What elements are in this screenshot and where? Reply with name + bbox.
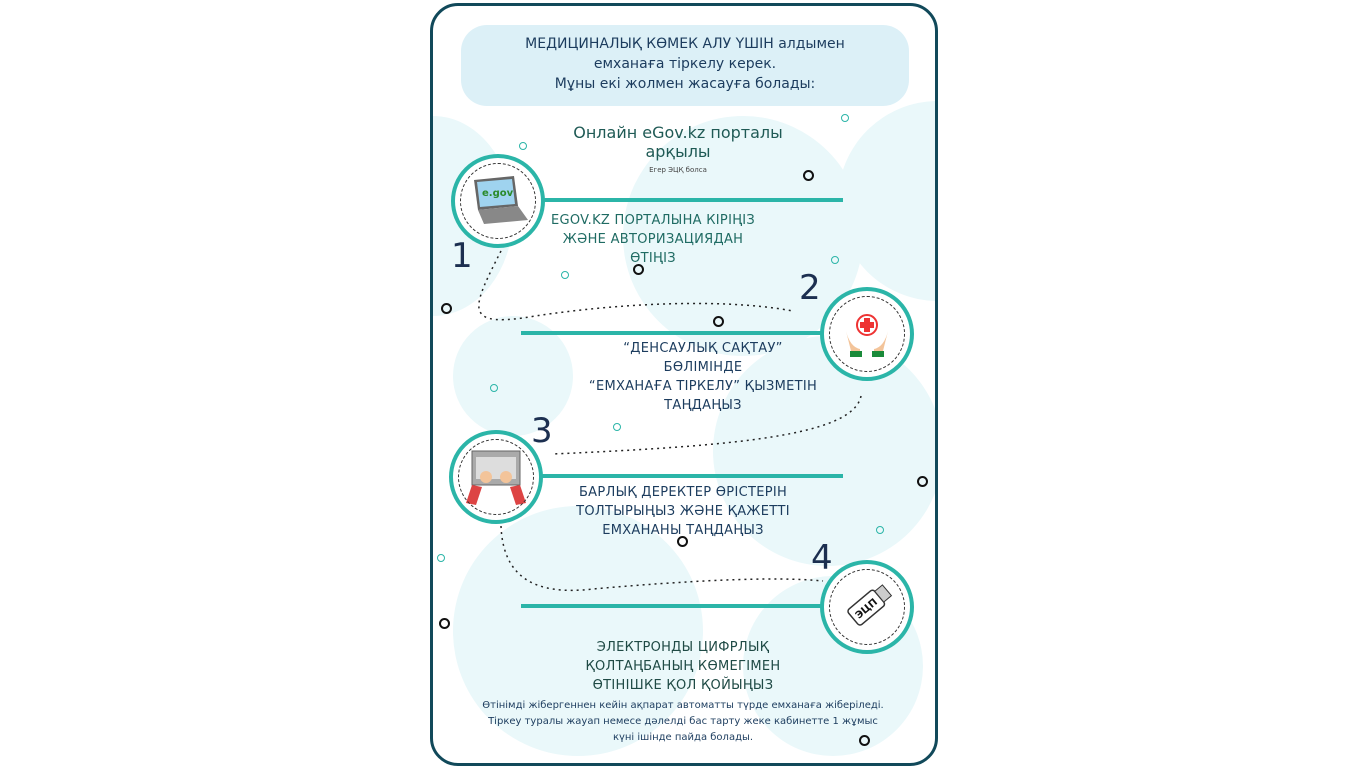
section-title-line: арқылы [645, 142, 711, 161]
step-line: ӨТІНІШКЕ ҚОЛ ҚОЙЫҢЫЗ [592, 678, 774, 693]
intro-banner: МЕДИЦИНАЛЫҚ КӨМЕК АЛУ ҮШІН алдымен емхан… [461, 25, 909, 106]
decor-ring [633, 264, 644, 275]
infographic-card: МЕДИЦИНАЛЫҚ КӨМЕК АЛУ ҮШІН алдымен емхан… [430, 3, 938, 766]
step-line: ТАҢДАҢЫЗ [664, 398, 742, 413]
decor-dot [437, 554, 445, 562]
decor-dot [519, 142, 527, 150]
step-line: ЕМХАНАНЫ ТАҢДАҢЫЗ [602, 523, 764, 538]
section-title-line: Онлайн eGov.kz порталы [573, 123, 783, 142]
section-title: Онлайн eGov.kz порталы арқылы Егер ЭЦҚ б… [553, 123, 803, 180]
step-divider [521, 331, 823, 335]
laptop-egov-icon: e.gov [474, 176, 528, 224]
footer-line: күні ішінде пайда болады. [612, 732, 754, 743]
step-line: БӨЛІМІНДЕ [663, 360, 743, 375]
step-4-icon-circle: ЭЦП [820, 560, 914, 654]
decor-dot [876, 526, 884, 534]
step-line: БАРЛЫҚ ДЕРЕКТЕР ӨРІСТЕРІН [578, 485, 788, 500]
step-line: ЖӘНЕ АВТОРИЗАЦИЯДАН [562, 232, 744, 247]
step-1-icon-circle: e.gov [451, 154, 545, 248]
step-divider [541, 474, 843, 478]
usb-token-icon: ЭЦП [847, 584, 893, 626]
step-number: 2 [799, 268, 821, 308]
decor-ring [859, 735, 870, 746]
step-3-icon-circle [449, 430, 543, 524]
step-line: ЭЛЕКТРОНДЫ ЦИФРЛЫҚ [596, 640, 770, 655]
step-4-text: ЭЛЕКТРОНДЫ ЦИФРЛЫҚ ҚОЛТАҢБАНЫҢ КӨМЕГІМЕН… [563, 638, 803, 695]
decor-ring [713, 316, 724, 327]
step-2-icon-circle [820, 287, 914, 381]
decor-dot [841, 114, 849, 122]
step-line: “ДЕНСАУЛЫҚ САҚТАУ” [623, 341, 783, 356]
footer-note: Өтінімді жібергеннен кейін ақпарат автом… [473, 698, 893, 746]
step-line: EGOV.KZ ПОРТАЛЫНА КІРІҢІЗ [550, 213, 756, 228]
decor-ring [441, 303, 452, 314]
step-divider [521, 604, 823, 608]
decor-ring [439, 618, 450, 629]
section-note: Егер ЭЦҚ болса [649, 166, 707, 174]
decor-dot [561, 271, 569, 279]
typing-keyboard-icon [466, 450, 526, 505]
step-number: 3 [531, 411, 553, 451]
step-2-text: “ДЕНСАУЛЫҚ САҚТАУ” БӨЛІМІНДЕ “ЕМХАНАҒА Т… [583, 339, 823, 415]
step-line: ТОЛТЫРЫҢЫЗ ЖӘНЕ ҚАЖЕТТІ [576, 504, 790, 519]
decor-ring [917, 476, 928, 487]
footer-line: Тіркеу туралы жауап немесе дәлелді бас т… [488, 716, 878, 727]
step-divider [541, 198, 843, 202]
step-line: ӨТІҢІЗ [630, 251, 676, 266]
step-3-text: БАРЛЫҚ ДЕРЕКТЕР ӨРІСТЕРІН ТОЛТЫРЫҢЫЗ ЖӘН… [563, 483, 803, 540]
bg-blob [453, 506, 703, 756]
decor-dot [613, 423, 621, 431]
intro-line: МЕДИЦИНАЛЫҚ КӨМЕК АЛУ ҮШІН алдымен [525, 36, 845, 52]
step-1-text: EGOV.KZ ПОРТАЛЫНА КІРІҢІЗ ЖӘНЕ АВТОРИЗАЦ… [543, 211, 763, 268]
bg-blob [713, 336, 935, 566]
step-number: 4 [811, 538, 833, 578]
svg-text:ЭЦП: ЭЦП [854, 597, 880, 621]
step-line: ҚОЛТАҢБАНЫҢ КӨМЕГІМЕН [585, 659, 781, 674]
intro-line: Мұны екі жолмен жасауға болады: [554, 76, 816, 92]
decor-ring [677, 536, 688, 547]
svg-text:e.gov: e.gov [482, 188, 514, 199]
step-line: “ЕМХАНАҒА ТІРКЕЛУ” ҚЫЗМЕТІН [588, 379, 818, 394]
footer-line: Өтінімді жібергеннен кейін ақпарат автом… [482, 700, 884, 711]
dotted-path [478, 250, 862, 592]
decor-ring [803, 170, 814, 181]
hands-medical-cross-icon [846, 314, 888, 357]
step-number: 1 [451, 236, 473, 276]
bg-blob [453, 316, 573, 436]
decor-dot [490, 384, 498, 392]
intro-line: емханаға тіркелу керек. [593, 56, 777, 72]
decor-dot [831, 256, 839, 264]
